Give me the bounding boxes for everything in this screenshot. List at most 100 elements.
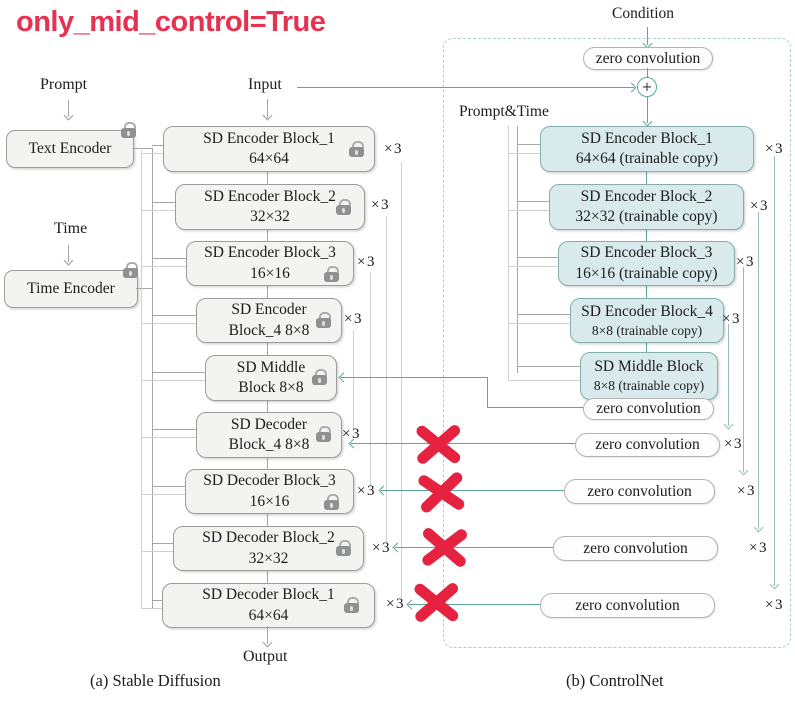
mult-label: ×3	[722, 311, 741, 327]
controlnet-frame	[443, 38, 791, 648]
zero-convolution-2: zero convolution	[564, 479, 715, 504]
block-line1: SD Decoder Block_3	[203, 472, 336, 490]
pt-stub	[517, 201, 549, 203]
x-mark-icon	[420, 522, 469, 572]
pt-rail-1	[508, 126, 510, 380]
cond-stub	[152, 258, 187, 260]
sd-encoder-block-2: SD Encoder Block_2 32×32	[175, 184, 365, 230]
output-arrowhead-icon	[262, 637, 273, 648]
block-line1: SD Encoder Block_2	[204, 187, 336, 205]
pt-stub	[508, 266, 558, 268]
cn-out-rail-2	[758, 212, 760, 529]
lock-icon	[312, 369, 328, 385]
cn-out-rail-3	[743, 267, 745, 472]
time-arrow-line	[68, 245, 70, 262]
pt-stub	[517, 366, 580, 368]
block-line2: 64×64 (trainable copy)	[575, 150, 719, 167]
mid-control-arrowhead-icon	[338, 372, 349, 383]
cond-stub	[141, 380, 206, 382]
mult-label: ×3	[384, 141, 403, 157]
block-line2: Block_4 8×8	[228, 321, 310, 339]
lock-icon	[336, 199, 352, 215]
block-line2: 16×16	[249, 492, 290, 510]
block-line1: SD Decoder Block_1	[202, 586, 335, 604]
block-line2: 64×64	[248, 606, 289, 624]
text-encoder-out-line	[132, 148, 153, 150]
sd-decoder-block-4: SD Decoder Block_4 8×8	[196, 412, 342, 458]
time-encoder-out-line	[136, 288, 153, 290]
mult-label: ×3	[342, 426, 361, 442]
cond-stub	[152, 372, 206, 374]
skip-rail-4	[353, 330, 355, 429]
sd-connector	[267, 284, 269, 298]
cn-out-rail-4	[728, 324, 730, 426]
time-encoder-box: Time Encoder	[4, 270, 138, 308]
cn-middle-block: SD Middle Block 8×8 (trainable copy)	[580, 352, 718, 400]
mult-label: ×3	[357, 254, 376, 270]
pill-label: zero convolution	[575, 596, 680, 614]
block-line1: SD Encoder Block_4	[581, 302, 713, 320]
lock-icon	[349, 141, 365, 157]
caption-stable-diffusion: (a) Stable Diffusion	[90, 671, 221, 690]
zero-convolution-top: zero convolution	[583, 47, 713, 70]
mult-label: ×3	[765, 597, 784, 613]
cn-encoder-block-3: SD Encoder Block_3 16×16 (trainable copy…	[558, 241, 735, 286]
input-arrow-line	[267, 99, 269, 118]
add-icon: +	[637, 77, 657, 97]
block-line2: 32×32	[248, 549, 289, 567]
block-line2: 8×8 (trainable copy)	[593, 378, 705, 394]
cond-rail-2	[152, 148, 154, 609]
pt-stub	[517, 314, 570, 316]
cond-stub	[152, 486, 186, 488]
page-title: only_mid_control=True	[16, 6, 326, 38]
cn-encoder-block-4: SD Encoder Block_4 8×8 (trainable copy)	[570, 298, 724, 343]
input-label: Input	[248, 76, 282, 93]
block-line2: Block_4 8×8	[228, 436, 310, 453]
pt-rail-2	[517, 126, 519, 373]
cond-stub	[152, 429, 197, 431]
pt-stub	[508, 380, 580, 382]
mult-label: ×3	[386, 596, 405, 612]
x-mark-icon	[412, 577, 461, 627]
sd-decoder-block-3: SD Decoder Block_3 16×16	[185, 469, 354, 514]
cond-stub	[152, 315, 197, 317]
zeroconv-to-plus-line	[647, 68, 649, 77]
block-line2: 16×16	[250, 264, 290, 282]
prompt-arrowhead-icon	[63, 110, 74, 121]
skip-rail-1	[401, 162, 403, 598]
prompt-time-label: Prompt&Time	[459, 103, 549, 120]
mult-label: ×3	[750, 198, 769, 214]
x-mark-icon	[414, 419, 463, 469]
mult-label: ×3	[357, 483, 376, 499]
sd-connector	[267, 170, 269, 184]
condition-arrow-line	[647, 27, 649, 45]
condition-label: Condition	[612, 5, 675, 22]
sd-connector	[267, 456, 269, 469]
block-line1: SD Encoder Block_3	[580, 244, 713, 262]
zeroconv-link-3	[395, 547, 553, 549]
time-label: Time	[54, 220, 88, 237]
block-line1: SD Decoder	[230, 415, 308, 433]
mid-control-line-v	[487, 377, 489, 408]
cn-encoder-block-1: SD Encoder Block_1 64×64 (trainable copy…	[540, 126, 754, 172]
time-arrowhead-icon	[63, 255, 74, 266]
text-encoder-box: Text Encoder	[6, 130, 134, 168]
sd-decoder-block-1: SD Decoder Block_1 64×64	[162, 583, 375, 628]
cn-connector	[646, 284, 648, 298]
input-arrowhead-icon	[262, 110, 273, 121]
pt-stub	[517, 144, 540, 146]
pt-stub	[508, 210, 549, 212]
block-line2: 32×32 (trainable copy)	[575, 208, 718, 225]
cond-stub	[152, 600, 163, 602]
skip-rail-2	[386, 217, 388, 542]
mult-label: ×3	[765, 141, 784, 157]
cond-stub	[152, 543, 174, 545]
block-line1: SD Decoder Block_2	[202, 529, 335, 547]
sd-connector	[267, 512, 269, 526]
sd-encoder-block-4: SD Encoder Block_4 8×8	[196, 298, 342, 343]
cond-stub	[141, 551, 174, 553]
plus-sign: +	[641, 79, 653, 95]
cn-connector	[646, 170, 648, 184]
block-line2: 32×32	[250, 208, 290, 225]
block-line1: SD Encoder Block_1	[203, 129, 335, 147]
